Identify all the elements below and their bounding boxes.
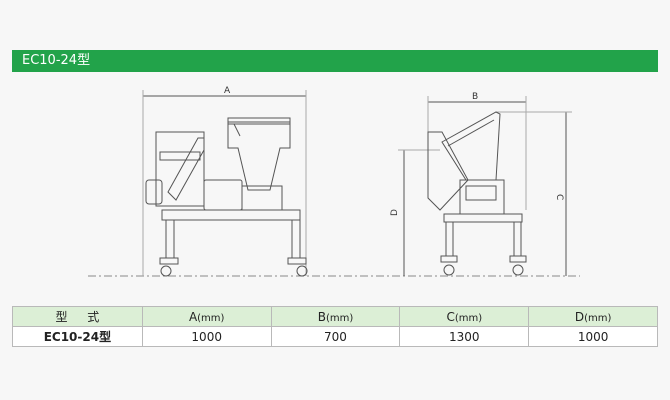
spec-table: 型 式 A(mm) B(mm) C(mm) D(mm) EC10-24型 100… (12, 306, 658, 347)
feed-chute-box (155, 131, 205, 207)
cell-d: 1000 (528, 326, 658, 347)
front-leg-right (513, 221, 522, 257)
front-feed-flap (427, 131, 469, 211)
front-leg-left (445, 221, 454, 257)
hopper-rim (227, 117, 291, 125)
front-caster-wheel-right (512, 264, 524, 276)
model-title: EC10-24型 (22, 53, 91, 68)
base-frame (161, 209, 301, 221)
spec-header-row: 型 式 A(mm) B(mm) C(mm) D(mm) (12, 306, 658, 327)
front-caster-mount-left (440, 255, 458, 263)
cell-b: 700 (270, 326, 401, 347)
front-body (459, 179, 505, 215)
left-motor (145, 179, 163, 205)
leg-right (291, 219, 301, 259)
header-d: D(mm) (528, 306, 658, 327)
model-title-banner: EC10-24型 (12, 50, 658, 72)
side-view: A (142, 86, 308, 277)
hopper-detail (233, 123, 241, 137)
front-hopper-edge (447, 119, 495, 147)
front-caster-mount-right (509, 255, 527, 263)
main-motor (203, 179, 243, 211)
caster-mount-right (287, 257, 307, 265)
dim-a-label: A (224, 86, 231, 96)
caster-wheel-left (160, 265, 172, 277)
cell-a: 1000 (141, 326, 272, 347)
caster-mount-left (159, 257, 179, 265)
table-row: EC10-24型 1000 700 1300 1000 (12, 326, 658, 347)
header-model: 型 式 (12, 306, 143, 327)
dim-d-label: D (390, 209, 400, 216)
front-body-panel (465, 185, 497, 201)
front-view: B C D (390, 92, 572, 276)
feed-chute-slope (167, 137, 205, 201)
front-caster-wheel-left (443, 264, 455, 276)
header-c: C(mm) (399, 306, 530, 327)
front-base-frame (443, 213, 523, 223)
header-a: A(mm) (141, 306, 272, 327)
hopper (227, 121, 291, 191)
cell-c: 1300 (399, 326, 530, 347)
feed-chute-band (159, 151, 201, 161)
caster-wheel-right (296, 265, 308, 277)
front-hopper (441, 111, 501, 181)
header-b: B(mm) (270, 306, 401, 327)
dim-c-label: C (554, 194, 564, 200)
cell-model: EC10-24型 (12, 326, 143, 347)
machine-dimension-drawing: A B C D (88, 86, 580, 277)
dim-b-label: B (472, 92, 478, 102)
leg-left (165, 219, 175, 259)
